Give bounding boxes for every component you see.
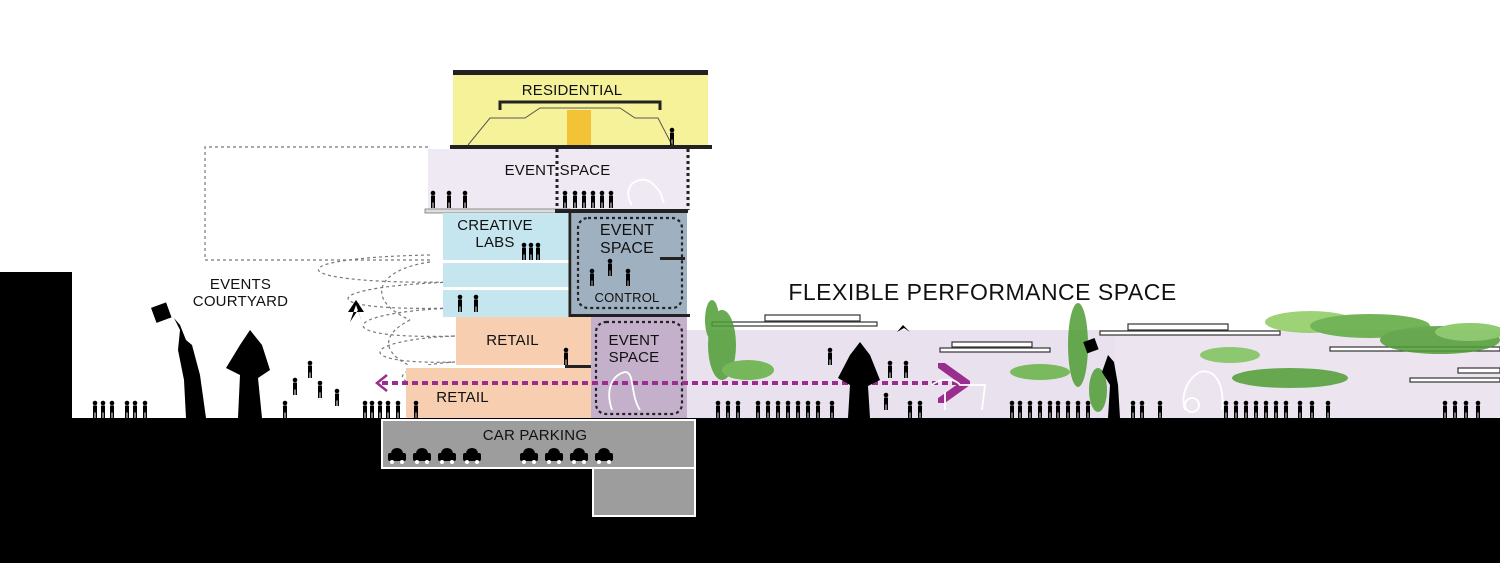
label-creative-labs-line1: CREATIVE xyxy=(457,217,533,234)
retail-lower-volume xyxy=(406,367,591,418)
label-car-parking: CAR PARKING xyxy=(482,427,588,444)
event-space-mid-volume xyxy=(572,213,687,314)
silhouette-figures xyxy=(151,300,1120,418)
event-space-top-volume xyxy=(428,149,690,211)
left-building-mass xyxy=(0,272,72,422)
label-event-space-mid: EVENT SPACE xyxy=(587,222,667,258)
label-retail-lower: RETAIL xyxy=(436,389,489,406)
label-retail-upper: RETAIL xyxy=(486,332,539,349)
label-events-courtyard-line2: COURTYARD xyxy=(192,292,289,310)
label-flexible-performance-space: FLEXIBLE PERFORMANCE SPACE xyxy=(788,279,1177,305)
label-event-space-low: EVENT SPACE xyxy=(594,332,674,367)
tree-foliage xyxy=(705,300,1500,412)
event-space-low-volume xyxy=(591,317,687,418)
retail-upper-volume xyxy=(456,317,591,367)
residential-roof xyxy=(453,70,708,75)
label-events-courtyard: EVENTS COURTYARD xyxy=(178,276,303,311)
residential-stair xyxy=(467,107,673,146)
label-creative-labs-line2: LABS xyxy=(475,233,515,251)
creative-labs-volume xyxy=(443,213,570,317)
label-event-space-mid-line2: SPACE xyxy=(599,239,655,257)
label-residential: RESIDENTIAL xyxy=(521,82,623,99)
residential-core xyxy=(567,110,591,147)
sculpture-outlines xyxy=(608,178,1224,413)
residential-mezzanine xyxy=(498,100,662,110)
label-event-space-low-line1: EVENT xyxy=(608,332,660,349)
residential-floor xyxy=(450,145,712,149)
label-events-courtyard-line1: EVENTS xyxy=(209,276,272,293)
circulation-ramps xyxy=(204,146,471,389)
ground-mass xyxy=(0,418,1500,563)
car-parking-volume xyxy=(381,419,696,469)
label-control: CONTROL xyxy=(594,290,660,305)
label-event-space-top: EVENT SPACE xyxy=(504,162,611,179)
label-creative-labs: CREATIVE LABS xyxy=(445,217,545,252)
car-parking-lower-volume xyxy=(592,467,696,517)
label-event-space-mid-line1: EVENT xyxy=(599,222,655,239)
label-event-space-low-line2: SPACE xyxy=(608,348,660,366)
